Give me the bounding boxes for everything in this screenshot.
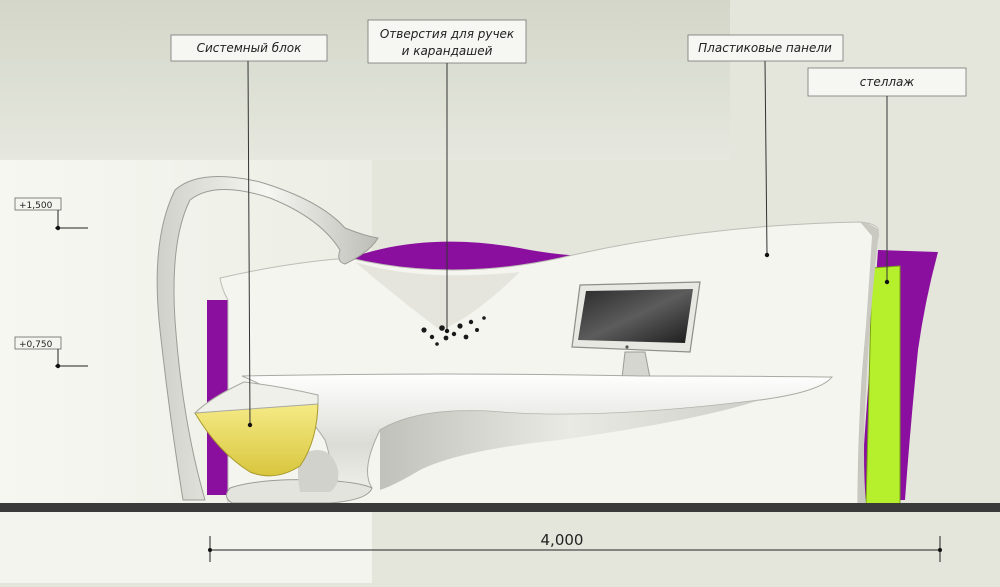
callout-system-unit: Системный блок: [170, 34, 328, 428]
desk-panel-edge: [858, 222, 880, 505]
pen-holes: [421, 316, 486, 346]
callout-plastic-panels: Пластиковые панели: [687, 34, 844, 258]
desk-leg: [298, 450, 339, 492]
desk-left-wing: [193, 381, 319, 414]
monitor-icon: [571, 281, 701, 379]
level-upper-label: +1,500: [19, 201, 53, 211]
lamp-arm: [156, 176, 379, 501]
foreground-light: [0, 512, 372, 583]
ceiling-band: [0, 0, 730, 160]
desk-inner-shading: [355, 262, 520, 330]
callout-system-unit-label: Системный блок: [197, 41, 303, 55]
callout-pen-holes: Отверстия для ручек и карандашей: [367, 19, 527, 334]
purple-top-wave: [350, 241, 610, 273]
floor-line: [0, 503, 1000, 512]
callout-pen-holes-line2: и карандашей: [402, 44, 493, 58]
dimension-width-label: 4,000: [541, 531, 584, 549]
level-marker-upper: +1,500: [14, 197, 88, 231]
callout-shelf-label: стеллаж: [860, 75, 915, 89]
desk-underside: [380, 400, 760, 490]
callout-shelf: стеллаж: [807, 67, 967, 285]
dimension-width: 4,000: [208, 531, 942, 562]
level-middle-label: +0,750: [19, 340, 53, 350]
level-marker-middle: +0,750: [14, 336, 88, 369]
callout-plastic-panels-label: Пластиковые панели: [698, 41, 832, 55]
callout-pen-holes-line1: Отверстия для ручек: [380, 27, 515, 41]
